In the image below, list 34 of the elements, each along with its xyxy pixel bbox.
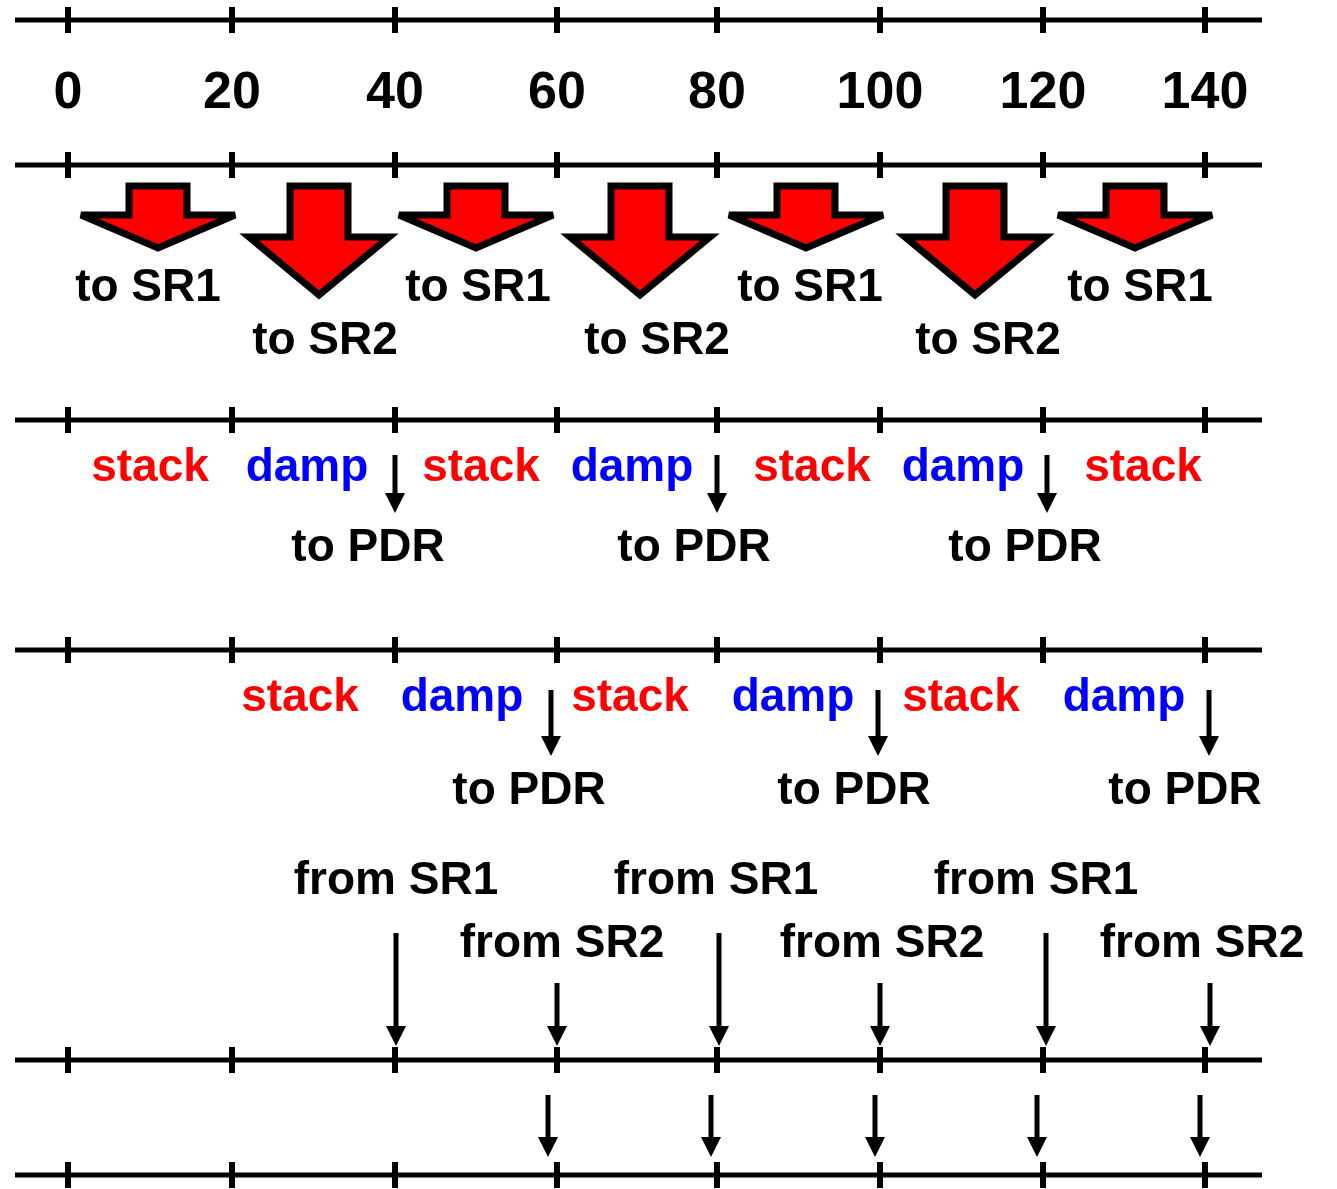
phase-label: stack <box>902 672 1020 718</box>
destination-label: to PDR <box>1108 765 1262 811</box>
source-label: from SR2 <box>1099 918 1305 964</box>
destination-label: to SR1 <box>737 262 883 308</box>
source-label: from SR1 <box>933 855 1139 901</box>
phase-label: stack <box>422 442 540 488</box>
phase-label: stack <box>91 442 209 488</box>
destination-label: to SR1 <box>75 262 221 308</box>
destination-label: to PDR <box>948 522 1102 568</box>
tick-label: 100 <box>836 64 924 116</box>
destination-label: to SR1 <box>405 262 551 308</box>
tick-label: 80 <box>688 64 746 116</box>
tick-label: 20 <box>203 64 261 116</box>
destination-label: to PDR <box>291 522 445 568</box>
source-label: from SR1 <box>293 855 499 901</box>
phase-label: stack <box>1084 442 1202 488</box>
phase-label: stack <box>241 672 359 718</box>
tick-label: 40 <box>366 64 424 116</box>
source-label: from SR2 <box>779 918 985 964</box>
destination-label: to PDR <box>617 522 771 568</box>
source-label: from SR2 <box>459 918 665 964</box>
destination-label: to SR2 <box>252 315 398 361</box>
destination-label: to SR1 <box>1067 262 1213 308</box>
source-label: from SR1 <box>613 855 819 901</box>
destination-label: to PDR <box>452 765 606 811</box>
phase-label: stack <box>753 442 871 488</box>
phase-label: stack <box>571 672 689 718</box>
destination-label: to PDR <box>777 765 931 811</box>
tick-label: 120 <box>999 64 1087 116</box>
tick-label: 60 <box>528 64 586 116</box>
destination-label: to SR2 <box>584 315 730 361</box>
tick-label: 140 <box>1161 64 1249 116</box>
tick-label: 0 <box>53 64 83 116</box>
destination-label: to SR2 <box>915 315 1061 361</box>
